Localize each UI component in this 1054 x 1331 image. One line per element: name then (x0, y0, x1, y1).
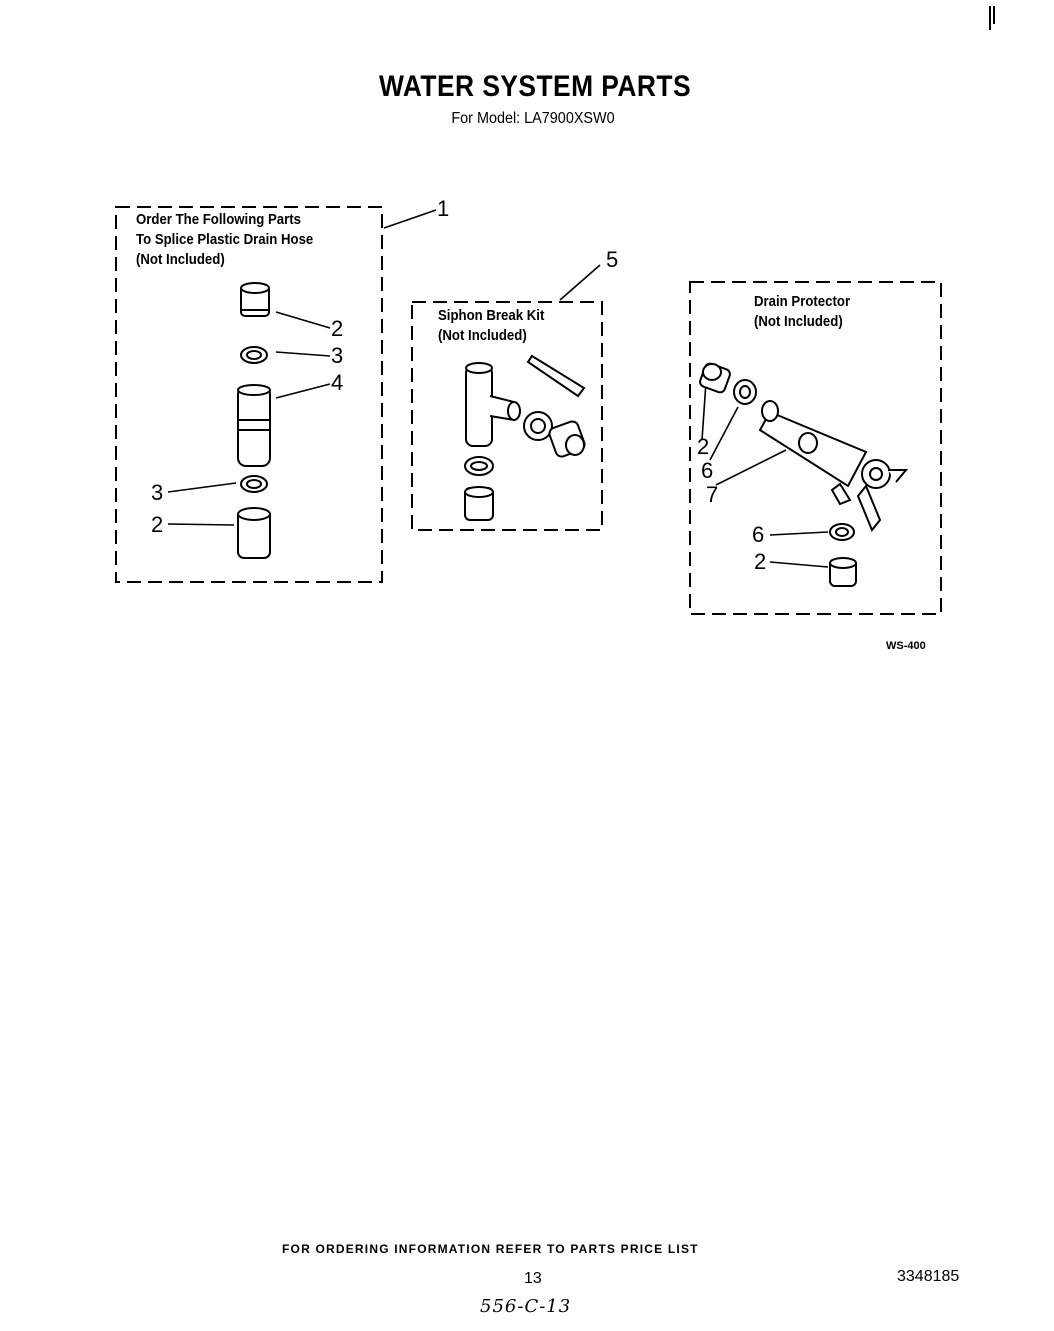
siphon-coupling-right (548, 420, 586, 458)
leader-3-top (275, 351, 331, 357)
document-number: 3348185 (897, 1268, 960, 1285)
siphon-clamp-bottom (464, 456, 494, 476)
callout-drain-2-bottom: 2 (754, 549, 767, 574)
callout-splice-2-bottom: 2 (151, 512, 164, 537)
drain-protector-body-part-7 (758, 400, 909, 532)
leader-2-bottom (167, 523, 235, 526)
callout-splice-3-top: 3 (331, 343, 344, 368)
page-title: WATER SYSTEM PARTS (378, 70, 692, 103)
coupling-part-2-bottom (237, 507, 271, 559)
splice-kit-box (115, 206, 383, 583)
siphon-tube-strap (526, 354, 586, 398)
figure-code: WS-400 (886, 640, 926, 652)
drain-clamp-part-6-top (733, 379, 757, 405)
callout-1: 1 (437, 196, 450, 221)
leader-6-drain-bottom (769, 531, 829, 536)
handwritten-note: 556-C-13 (480, 1296, 572, 1317)
siphon-clamp-right (523, 411, 553, 441)
model-subtitle: For Model: LA7900XSW0 (451, 110, 615, 127)
callout-drain-6-bottom: 6 (752, 522, 765, 547)
siphon-tee (465, 362, 521, 447)
page-number: 13 (524, 1270, 542, 1287)
ordering-note: FOR ORDERING INFORMATION REFER TO PARTS … (282, 1242, 699, 1256)
leader-4 (275, 383, 331, 399)
callout-splice-2-top: 2 (331, 316, 344, 341)
leader-3-bottom (167, 482, 237, 493)
siphon-coupling-bottom (464, 486, 494, 521)
corner-registration-mark (989, 6, 995, 30)
drain-protector-label: Drain Protector (Not Included) (754, 293, 851, 330)
leader-5 (559, 264, 601, 301)
drain-coupling-part-2-bottom (829, 557, 857, 587)
siphon-kit-box (411, 301, 603, 531)
leader-6-drain-top (709, 406, 739, 461)
splice-kit-label: Order The Following Parts To Splice Plas… (136, 211, 314, 268)
leader-2-drain-bottom (769, 561, 829, 568)
drain-coupling-part-2-top (699, 362, 731, 394)
leader-1 (383, 209, 437, 229)
drain-clamp-part-6-bottom (829, 523, 855, 541)
connector-part-4 (237, 384, 271, 467)
coupling-part-2-top (240, 282, 270, 317)
callout-splice-4: 4 (331, 370, 344, 395)
clamp-part-3-top (240, 346, 268, 364)
callout-drain-7: 7 (706, 482, 719, 507)
leader-2-top (275, 311, 331, 329)
callout-splice-3-bottom: 3 (151, 480, 164, 505)
leader-7 (715, 449, 787, 486)
siphon-kit-label: Siphon Break Kit (Not Included) (438, 307, 545, 344)
clamp-part-3-bottom (240, 475, 268, 493)
callout-drain-6-top: 6 (701, 458, 714, 483)
leader-2-drain-top (701, 381, 707, 441)
callout-5: 5 (606, 247, 619, 272)
callout-drain-2-top: 2 (697, 434, 710, 459)
